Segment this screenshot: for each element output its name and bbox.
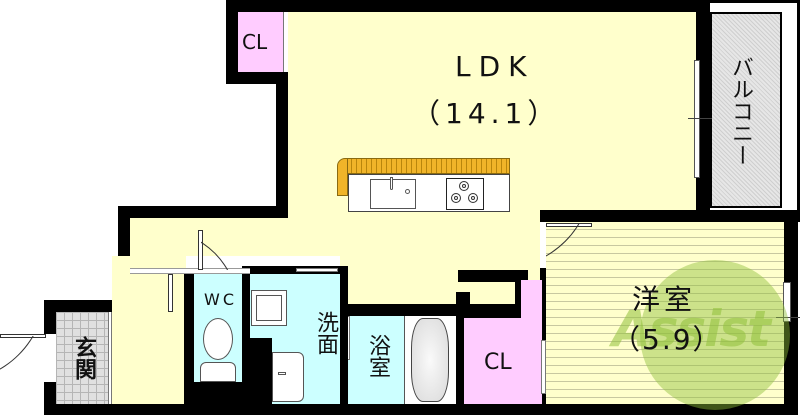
wall (456, 292, 464, 404)
label-washroom: 洗面 (313, 311, 338, 355)
closet-door[interactable] (283, 12, 288, 72)
watermark-logo (640, 260, 790, 410)
faucet-icon (390, 177, 393, 190)
wall (226, 0, 238, 84)
bathtub-basin (411, 318, 449, 402)
wall (456, 304, 520, 318)
wall (340, 266, 348, 404)
washing-machine-icon (256, 295, 282, 321)
wall (226, 72, 288, 84)
label-closet-top: CL (242, 30, 268, 54)
sink-icon (370, 179, 416, 209)
room-closet-bottom (463, 318, 542, 404)
wall (540, 210, 546, 404)
wall (458, 270, 528, 282)
watermark-text: Assist (612, 300, 771, 358)
room-balcony (710, 12, 782, 208)
wall (242, 266, 348, 274)
closet-door[interactable] (541, 340, 546, 394)
wall (250, 338, 272, 404)
front-door-opening (44, 334, 56, 382)
label-bedroom: 洋室 (632, 283, 697, 316)
wall (242, 270, 250, 404)
hall-door-frame (130, 268, 184, 274)
label-ldk-area: （14.1） (412, 97, 561, 130)
wall (276, 72, 288, 222)
kitchen-counter-back (346, 158, 510, 174)
room-entrance (56, 312, 108, 404)
drain-icon (405, 189, 410, 194)
label-wc: WC (204, 290, 237, 309)
balcony-window[interactable] (694, 60, 700, 178)
bedroom-window[interactable] (783, 282, 791, 322)
balcony-frame (696, 0, 800, 222)
label-closet-bottom: CL (484, 350, 512, 375)
label-balcony: バルコニー (728, 56, 753, 166)
wall (184, 270, 194, 404)
vanity-sink (272, 352, 304, 402)
washroom-door[interactable] (296, 268, 338, 272)
toilet-bowl-icon (203, 318, 233, 360)
hallway-upper (130, 218, 186, 310)
wall (194, 382, 242, 404)
wall (44, 300, 130, 312)
window-mullion (776, 317, 800, 318)
wall (515, 276, 521, 318)
label-bedroom-area: （5.9） (612, 323, 723, 356)
window-mullion (688, 118, 712, 119)
wall (118, 206, 288, 218)
label-bath: 浴室 (365, 334, 390, 378)
room-closet-top (238, 12, 284, 72)
burner-icon (468, 193, 478, 203)
hall-door[interactable] (168, 274, 173, 312)
wall (340, 304, 462, 316)
label-ldk: LDK (455, 50, 535, 83)
kitchen-counter-end (337, 158, 348, 196)
wall (784, 210, 798, 415)
ldk-bottom-nook (340, 256, 540, 310)
wall (226, 0, 710, 12)
bedroom-door-jamb (540, 222, 546, 268)
burner-icon (451, 193, 461, 203)
entrance-step (108, 312, 112, 404)
wall (44, 404, 798, 415)
burner-icon (459, 181, 469, 191)
room-closet-bottom-upper (518, 280, 542, 320)
toilet-tank-icon (200, 362, 236, 382)
faucet-icon (278, 372, 286, 375)
label-entrance: 玄関 (71, 336, 96, 380)
room-bedroom (546, 222, 784, 404)
